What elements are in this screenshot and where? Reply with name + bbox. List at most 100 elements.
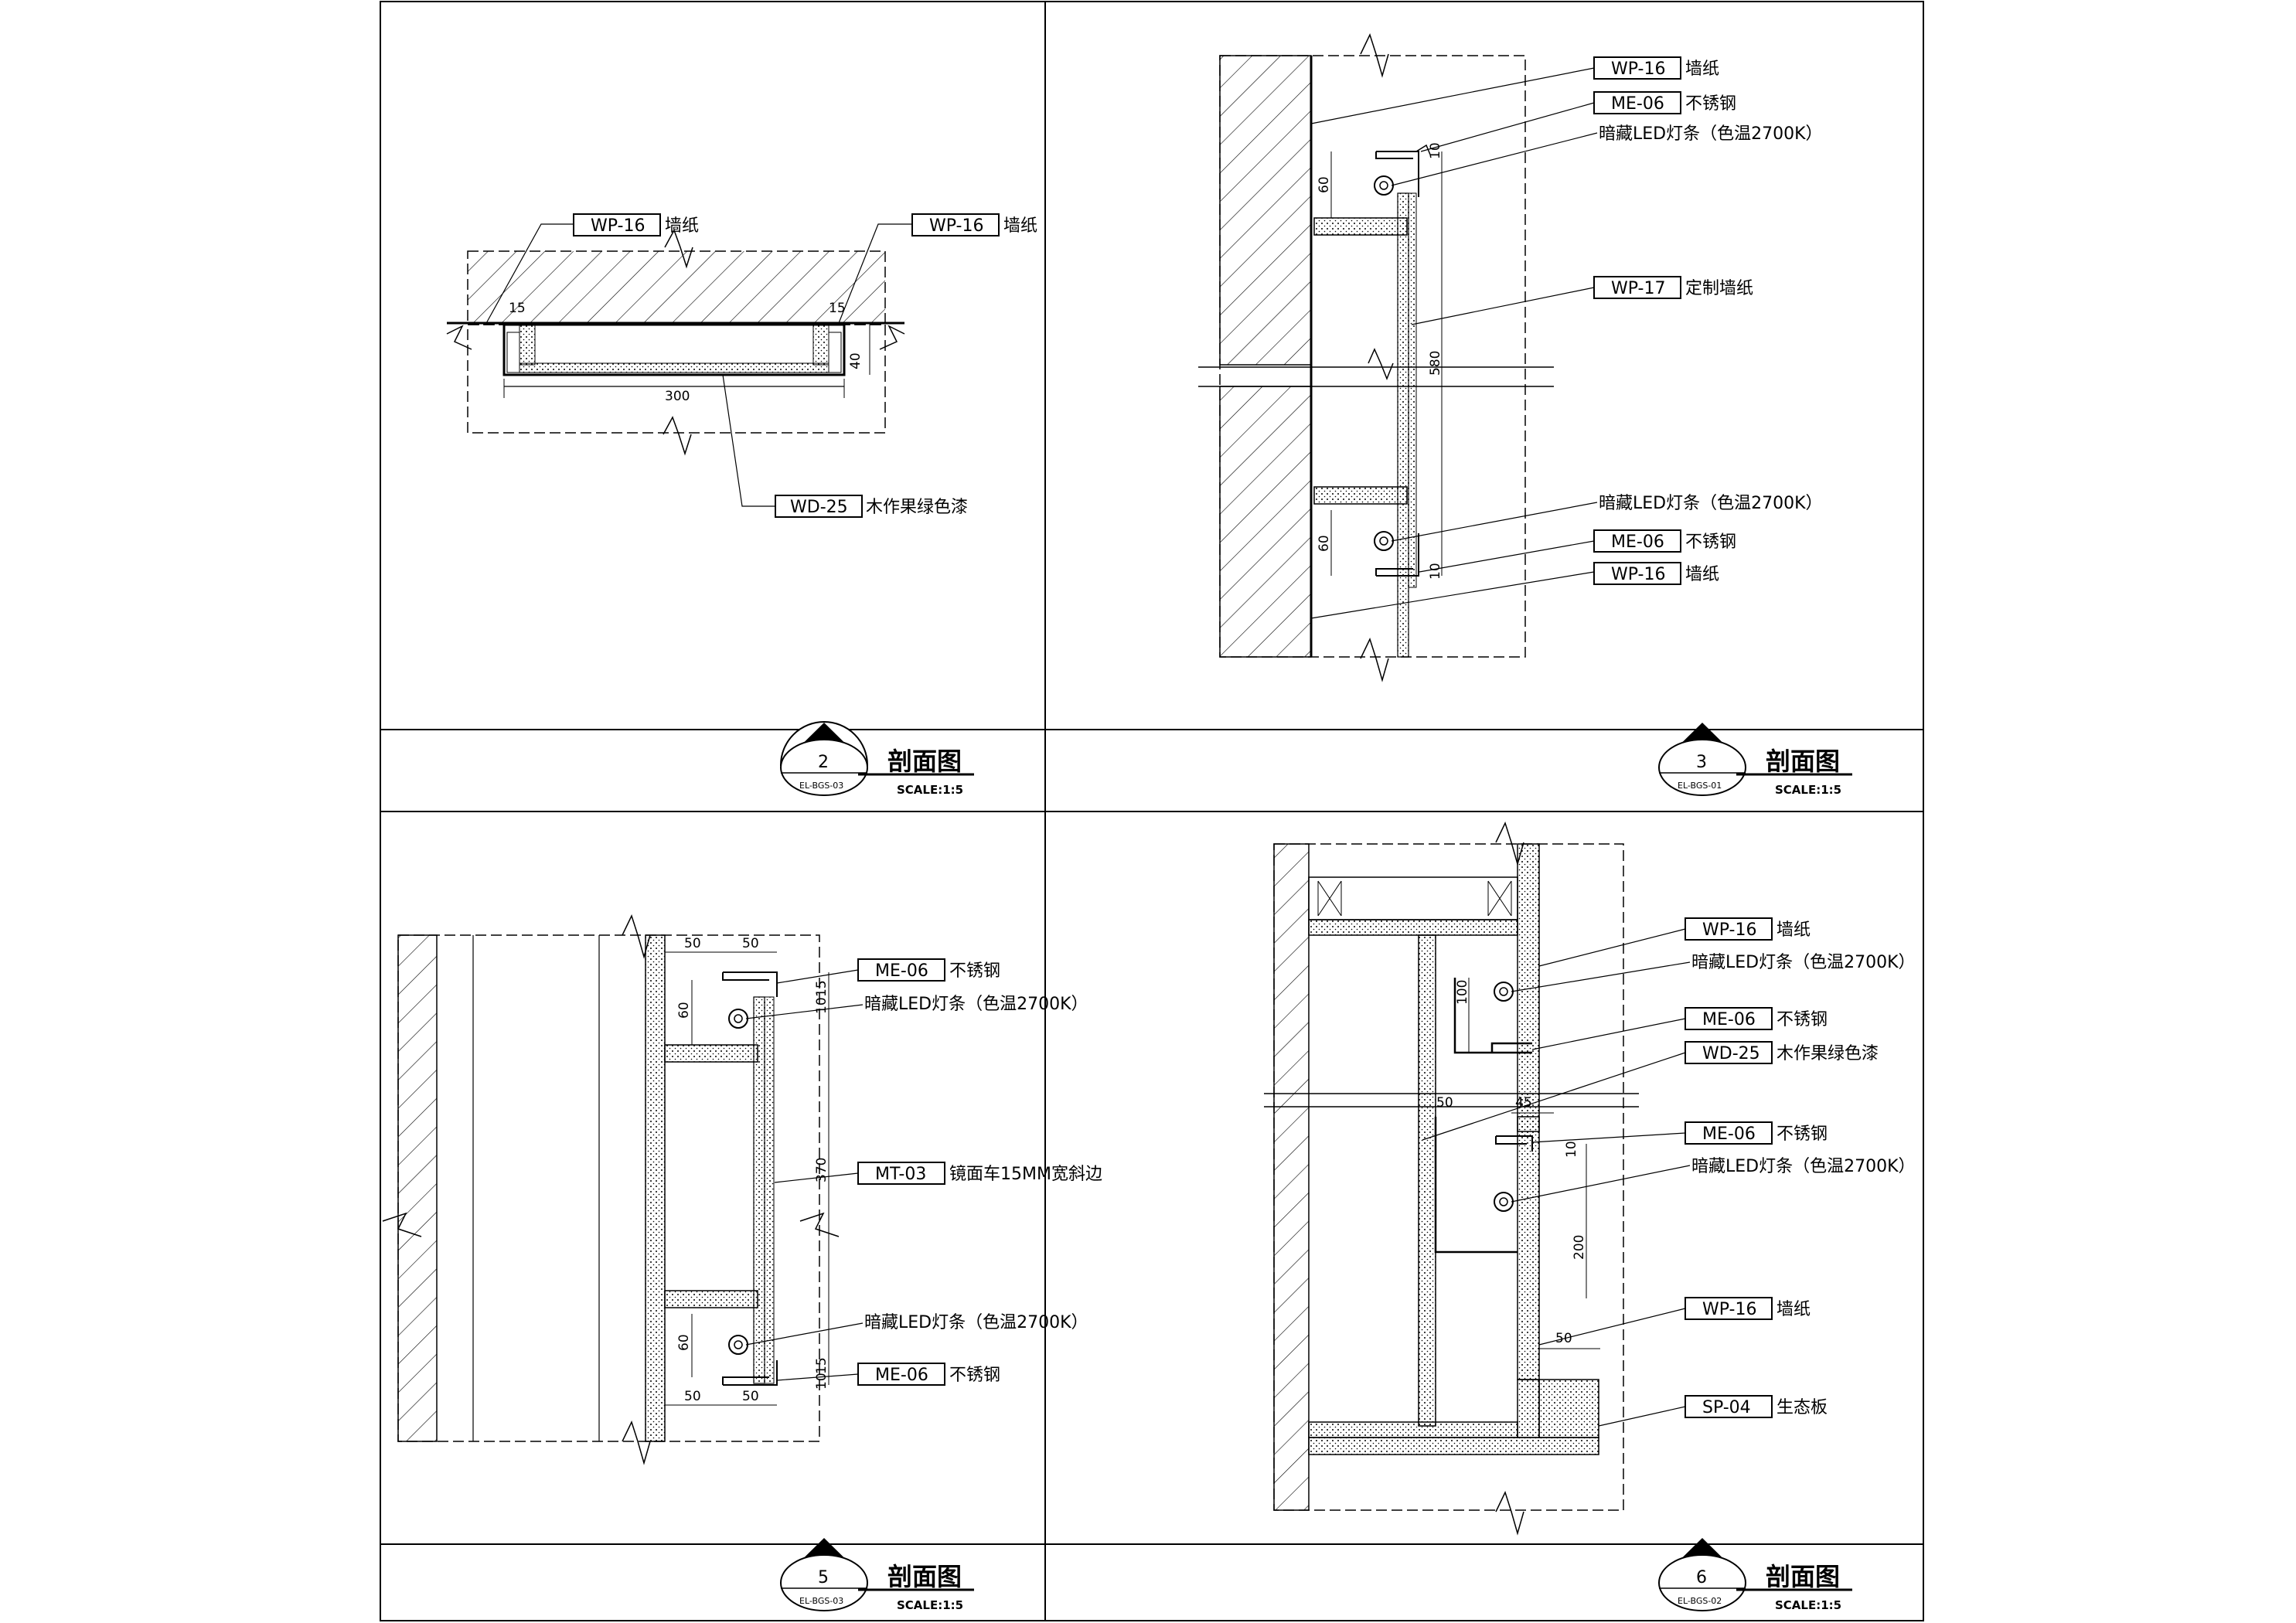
sheet-reference: EL-BGS-02 — [1678, 1596, 1722, 1606]
svg-text:墙纸: 墙纸 — [1003, 216, 1037, 236]
dim-100: 100 — [1455, 980, 1470, 1005]
section-detail-3: 60 60 580 10 10 WP-16 墙纸 ME-06 不锈钢 暗藏LED… — [1198, 32, 1852, 797]
scale-label: SCALE:1:5 — [1775, 783, 1841, 797]
dim-60-top: 60 — [1317, 176, 1332, 193]
svg-text:不锈钢: 不锈钢 — [1685, 532, 1736, 552]
svg-text:ME-06: ME-06 — [875, 1366, 928, 1385]
note-led-strip-top: 暗藏LED灯条（色温2700K） — [1691, 953, 1916, 972]
section-title: 剖面图 — [887, 747, 962, 776]
dim-10: 10 — [1564, 1141, 1579, 1158]
callout-wd25: WD-25 木作果绿色漆 — [1685, 1041, 1879, 1064]
section-title: 剖面图 — [1766, 1562, 1840, 1591]
callout-me06-mid: ME-06 不锈钢 — [1685, 1121, 1828, 1145]
svg-text:墙纸: 墙纸 — [1685, 60, 1719, 79]
svg-text:不锈钢: 不锈钢 — [1777, 1010, 1828, 1029]
svg-text:墙纸: 墙纸 — [665, 216, 699, 236]
callout-wd25: WD-25 木作果绿色漆 — [775, 495, 968, 518]
svg-text:SP-04: SP-04 — [1702, 1398, 1751, 1417]
svg-text:墙纸: 墙纸 — [1685, 565, 1719, 584]
dim-15-top: 15 — [814, 980, 829, 997]
title-block-5: 5 EL-BGS-03 剖面图 SCALE:1:5 — [780, 1538, 974, 1612]
callout-wp16-top: WP-16 墙纸 — [1593, 56, 1719, 80]
svg-text:生态板: 生态板 — [1777, 1398, 1828, 1417]
detail-number: 6 — [1696, 1568, 1707, 1587]
section-detail-6: 100 200 10 45 50 50 WP-16 墙纸 — [1264, 821, 1916, 1612]
svg-text:WP-16: WP-16 — [929, 216, 983, 236]
svg-text:不锈钢: 不锈钢 — [1777, 1125, 1828, 1144]
svg-text:WP-16: WP-16 — [1611, 60, 1665, 79]
svg-text:WP-16: WP-16 — [1702, 1300, 1756, 1319]
sheet-reference: EL-BGS-03 — [799, 1596, 843, 1606]
note-led-strip-top: 暗藏LED灯条（色温2700K） — [1599, 124, 1823, 144]
callout-wp16-top: WP-16 墙纸 — [1685, 917, 1811, 941]
svg-text:WD-25: WD-25 — [1702, 1044, 1760, 1063]
section-title: 剖面图 — [1766, 747, 1840, 776]
svg-text:不锈钢: 不锈钢 — [949, 1366, 1000, 1385]
note-led-strip-bottom: 暗藏LED灯条（色温2700K） — [864, 1313, 1088, 1332]
callout-wp16-left: WP-16 墙纸 — [573, 213, 699, 236]
note-led-strip-mid: 暗藏LED灯条（色温2700K） — [1691, 1157, 1916, 1176]
scale-label: SCALE:1:5 — [897, 1598, 963, 1612]
svg-text:定制墙纸: 定制墙纸 — [1685, 279, 1753, 298]
sheet-frame — [380, 1, 1924, 1621]
callout-wp16-bottom: WP-16 墙纸 — [1685, 1297, 1811, 1320]
dim-50-top-right: 50 — [742, 936, 759, 951]
detail-number: 5 — [818, 1568, 829, 1587]
dim-40: 40 — [848, 352, 864, 369]
svg-text:ME-06: ME-06 — [875, 961, 928, 981]
dim-45: 45 — [1515, 1095, 1532, 1111]
dim-50-bottom-left: 50 — [684, 1389, 701, 1404]
scale-label: SCALE:1:5 — [897, 783, 963, 797]
svg-text:木作果绿色漆: 木作果绿色漆 — [1777, 1044, 1879, 1063]
dim-10-bottom: 10 — [814, 1373, 829, 1390]
svg-text:ME-06: ME-06 — [1611, 532, 1664, 552]
dim-50-mid: 50 — [1436, 1095, 1453, 1111]
callout-me06-bottom: ME-06 不锈钢 — [857, 1363, 1000, 1386]
svg-text:WP-17: WP-17 — [1611, 279, 1665, 298]
dim-50-top-left: 50 — [684, 936, 701, 951]
dim-10-top: 10 — [814, 997, 829, 1014]
callout-me06-bottom: ME-06 不锈钢 — [1593, 529, 1736, 553]
dim-580: 580 — [1428, 351, 1443, 376]
section-title: 剖面图 — [887, 1562, 962, 1591]
dim-10-top: 10 — [1428, 142, 1443, 159]
sheet-reference: EL-BGS-03 — [799, 781, 843, 791]
dim-300: 300 — [665, 389, 690, 404]
svg-text:木作果绿色漆: 木作果绿色漆 — [866, 498, 968, 517]
section-detail-2: 300 15 15 40 WP-16 墙纸 WP-16 墙纸 WD-25 木作果… — [446, 213, 1037, 797]
dim-60-top: 60 — [676, 1002, 692, 1019]
title-block-6: 6 EL-BGS-02 剖面图 SCALE:1:5 — [1658, 1538, 1852, 1612]
svg-text:ME-06: ME-06 — [1702, 1010, 1756, 1029]
callout-wp17: WP-17 定制墙纸 — [1593, 276, 1753, 299]
svg-text:ME-06: ME-06 — [1611, 94, 1664, 114]
dim-50-bottom-right: 50 — [742, 1389, 759, 1404]
detail-number: 3 — [1696, 753, 1707, 772]
svg-text:不锈钢: 不锈钢 — [1685, 94, 1736, 114]
callout-sp04: SP-04 生态板 — [1685, 1395, 1828, 1418]
detail-number: 2 — [818, 753, 829, 772]
svg-text:镜面车15MM宽斜边: 镜面车15MM宽斜边 — [949, 1165, 1102, 1184]
scale-label: SCALE:1:5 — [1775, 1598, 1841, 1612]
callout-wp16-bottom: WP-16 墙纸 — [1593, 562, 1719, 585]
dim-60-bottom: 60 — [676, 1334, 692, 1351]
dim-15-bottom: 15 — [814, 1357, 829, 1374]
callout-wp16-right: WP-16 墙纸 — [911, 213, 1037, 236]
callout-mt03: MT-03 镜面车15MM宽斜边 — [857, 1162, 1102, 1185]
title-block-2: 2 EL-BGS-03 剖面图 SCALE:1:5 — [779, 721, 974, 797]
callout-me06-top: ME-06 不锈钢 — [1593, 91, 1736, 114]
svg-text:MT-03: MT-03 — [875, 1165, 926, 1184]
svg-text:WD-25: WD-25 — [790, 498, 848, 517]
callout-me06-top: ME-06 不锈钢 — [857, 958, 1000, 982]
svg-text:WP-16: WP-16 — [1702, 920, 1756, 940]
svg-text:WP-16: WP-16 — [591, 216, 645, 236]
title-block-3: 3 EL-BGS-01 剖面图 SCALE:1:5 — [1658, 723, 1852, 797]
dim-15-left: 15 — [509, 301, 526, 316]
section-detail-5: 50 50 60 370 15 10 60 15 10 50 50 ME-06 … — [382, 914, 1102, 1612]
svg-text:WP-16: WP-16 — [1611, 565, 1665, 584]
dim-60-bottom: 60 — [1317, 535, 1332, 552]
dim-10-bottom: 10 — [1428, 563, 1443, 580]
svg-text:墙纸: 墙纸 — [1777, 1300, 1811, 1319]
callout-me06-top: ME-06 不锈钢 — [1685, 1007, 1828, 1030]
sheet-reference: EL-BGS-01 — [1678, 781, 1722, 791]
